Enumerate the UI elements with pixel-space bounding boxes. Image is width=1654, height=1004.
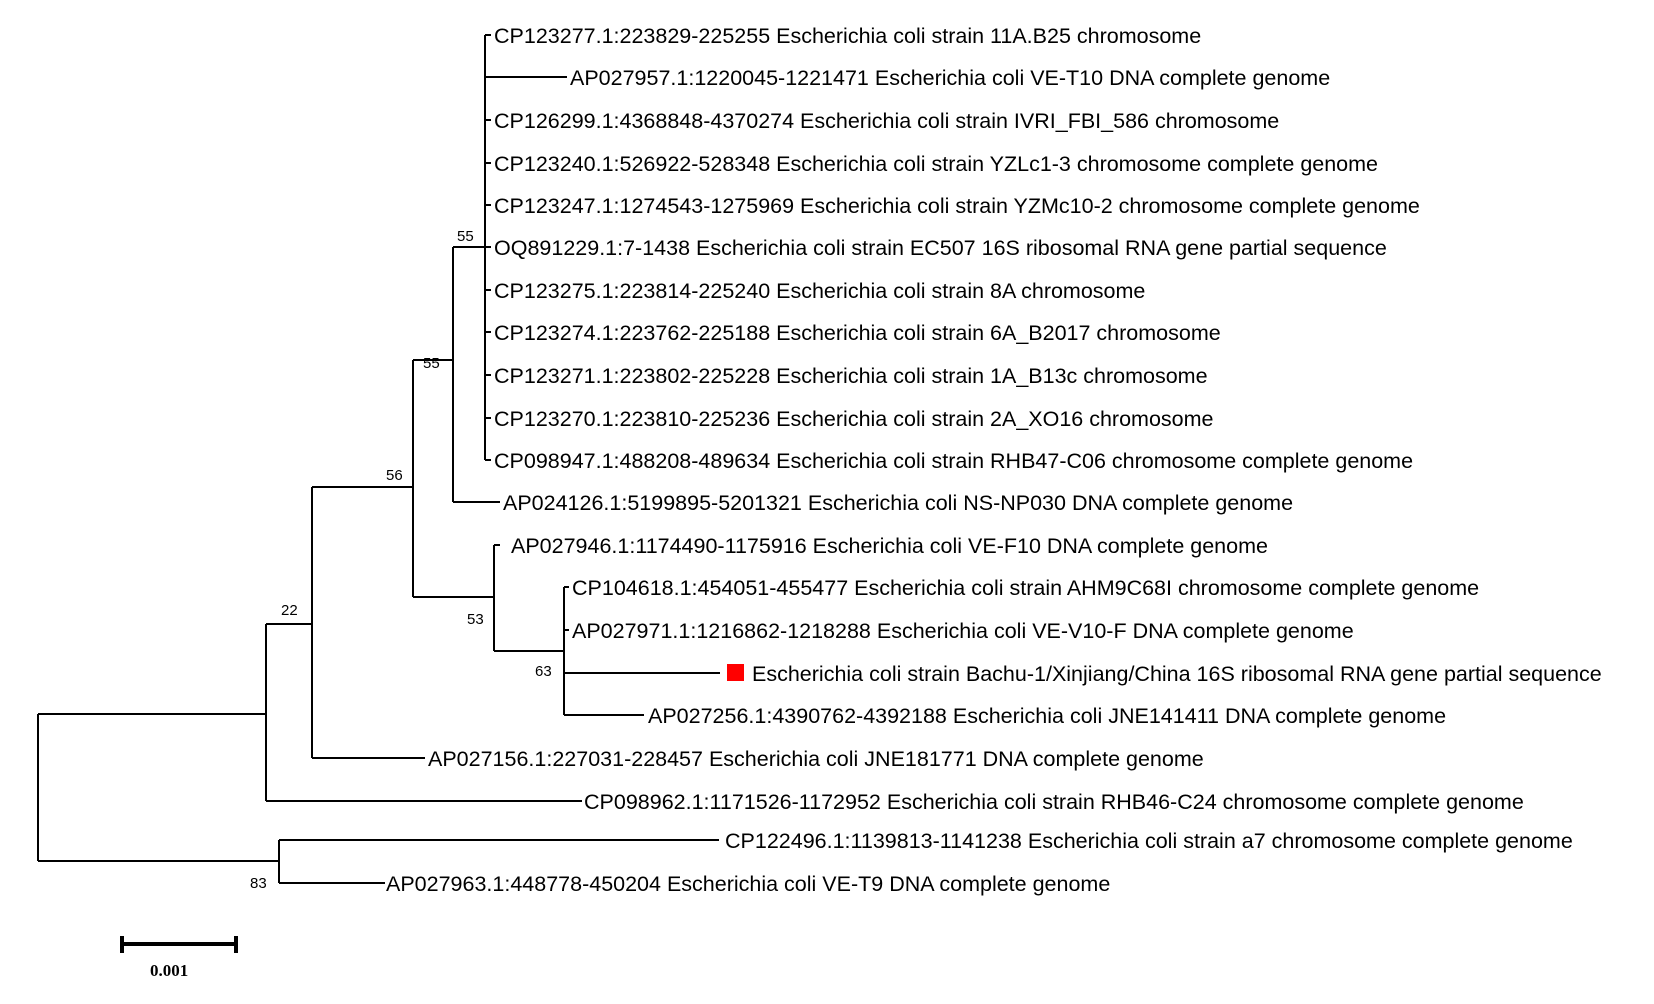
taxon-label: AP027946.1:1174490-1175916 Escherichia c… bbox=[511, 534, 1268, 558]
taxon-label: CP122496.1:1139813-1141238 Escherichia c… bbox=[725, 829, 1573, 853]
branch-clade-83 bbox=[278, 839, 719, 884]
scale-bar: 0.001 bbox=[120, 936, 238, 980]
branch-root bbox=[37, 713, 279, 862]
branch-polytomy bbox=[484, 34, 567, 461]
taxon-label: CP123247.1:1274543-1275969 Escherichia c… bbox=[494, 194, 1420, 218]
taxon-label: OQ891229.1:7-1438 Escherichia coli strai… bbox=[494, 236, 1387, 260]
bootstrap-value: 55 bbox=[457, 228, 474, 245]
taxon-label: CP123277.1:223829-225255 Escherichia col… bbox=[494, 24, 1201, 48]
taxon-label: CP123274.1:223762-225188 Escherichia col… bbox=[494, 321, 1221, 345]
branch-node-55-lower bbox=[412, 359, 494, 598]
taxon-label: CP123271.1:223802-225228 Escherichia col… bbox=[494, 364, 1208, 388]
bootstrap-value: 22 bbox=[281, 602, 298, 619]
taxon-label: AP027156.1:227031-228457 Escherichia col… bbox=[428, 747, 1204, 771]
taxon-label: AP027256.1:4390762-4392188 Escherichia c… bbox=[648, 704, 1446, 728]
branch-node-55-upper bbox=[452, 246, 500, 503]
taxon-label: CP126299.1:4368848-4370274 Escherichia c… bbox=[494, 109, 1279, 133]
bootstrap-value: 53 bbox=[467, 611, 484, 628]
scale-bar-label: 0.001 bbox=[150, 961, 188, 980]
branch-node-56 bbox=[311, 486, 425, 759]
scale-bar-line bbox=[120, 936, 238, 953]
bootstrap-value: 56 bbox=[386, 467, 403, 484]
taxon-label: AP027963.1:448778-450204 Escherichia col… bbox=[386, 872, 1110, 896]
taxon-label: CP104618.1:454051-455477 Escherichia col… bbox=[572, 576, 1479, 600]
taxon-label: CP098947.1:488208-489634 Escherichia col… bbox=[494, 449, 1413, 473]
taxon-label: CP123270.1:223810-225236 Escherichia col… bbox=[494, 407, 1214, 431]
branch-node-53 bbox=[493, 544, 564, 652]
taxon-label-highlighted: Escherichia coli strain Bachu-1/Xinjiang… bbox=[752, 662, 1602, 686]
highlight-square-marker bbox=[727, 664, 744, 681]
bootstrap-value: 63 bbox=[535, 663, 552, 680]
taxon-label: CP098962.1:1171526-1172952 Escherichia c… bbox=[584, 790, 1524, 814]
bootstrap-value: 55 bbox=[423, 355, 440, 372]
tree-branches bbox=[37, 34, 720, 884]
taxon-label: AP027957.1:1220045-1221471 Escherichia c… bbox=[570, 66, 1330, 90]
bootstrap-values: 55 55 56 53 63 22 83 bbox=[250, 228, 552, 892]
branch-node-22 bbox=[265, 623, 582, 802]
taxon-label: CP123240.1:526922-528348 Escherichia col… bbox=[494, 152, 1378, 176]
taxon-label: AP027971.1:1216862-1218288 Escherichia c… bbox=[572, 619, 1354, 643]
branch-node-63 bbox=[563, 586, 720, 716]
taxon-labels: CP123277.1:223829-225255 Escherichia col… bbox=[386, 24, 1602, 896]
taxon-label: CP123275.1:223814-225240 Escherichia col… bbox=[494, 279, 1145, 303]
bootstrap-value: 83 bbox=[250, 875, 267, 892]
taxon-label: AP024126.1:5199895-5201321 Escherichia c… bbox=[503, 491, 1293, 515]
